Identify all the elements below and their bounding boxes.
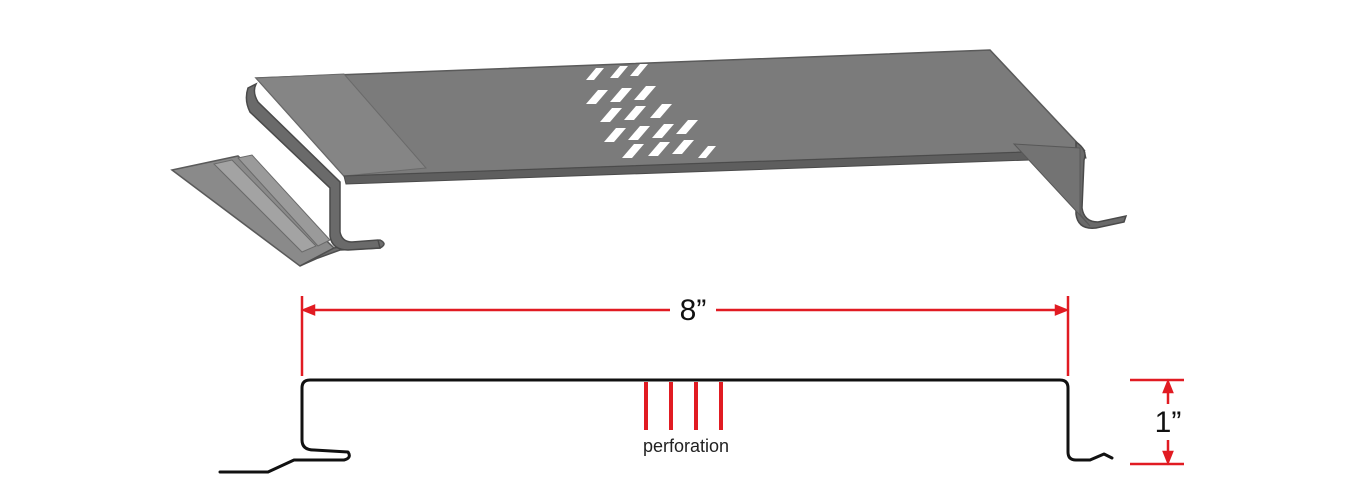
- profile-outline: [218, 378, 1114, 474]
- panel-profile: [218, 378, 1114, 474]
- slot: [652, 124, 674, 138]
- panel-top-bend: [254, 73, 428, 177]
- slot: [648, 142, 670, 156]
- slot: [676, 120, 698, 134]
- panel-front-edge: [343, 149, 1087, 185]
- right-wall: [1075, 140, 1128, 229]
- left-flange-rib-2: [237, 154, 331, 247]
- slot: [634, 86, 656, 100]
- width-arrow-right: [1054, 304, 1070, 316]
- perforation-label: perforation: [643, 436, 729, 456]
- panel-3d-illustration: [170, 49, 1128, 267]
- left-flange-rib: [213, 159, 317, 253]
- slot: [610, 66, 628, 78]
- slot: [622, 144, 644, 158]
- slot: [604, 128, 626, 142]
- slot: [698, 146, 716, 158]
- slot: [630, 64, 648, 76]
- slot: [628, 126, 650, 140]
- height-dimension: [1130, 378, 1184, 466]
- width-arrow-left: [300, 304, 316, 316]
- slot: [586, 90, 608, 104]
- slot: [586, 68, 604, 80]
- width-dimension: [300, 296, 1070, 376]
- left-wall: [245, 82, 381, 251]
- slot: [610, 88, 632, 102]
- height-arrow-top: [1162, 378, 1174, 394]
- right-wall-side: [1012, 143, 1091, 227]
- perforation-slots: [586, 64, 716, 158]
- slot: [600, 108, 622, 122]
- width-label: 8”: [680, 294, 707, 327]
- height-arrow-bottom: [1162, 450, 1174, 466]
- perforation-marks: [644, 382, 723, 430]
- slot: [624, 106, 646, 120]
- slot: [650, 104, 672, 118]
- slot: [672, 140, 694, 154]
- height-label: 1”: [1155, 406, 1182, 439]
